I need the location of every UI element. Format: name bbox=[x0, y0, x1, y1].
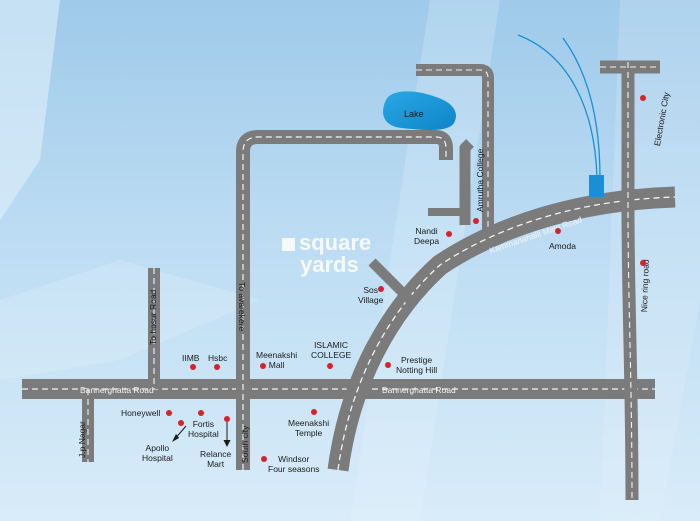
marker-iimb bbox=[190, 364, 196, 370]
label-nandi-deepa: Nandi Deepa bbox=[414, 226, 440, 246]
label-hsbc: Hsbc bbox=[208, 353, 228, 363]
marker-apollo-hospital bbox=[178, 420, 184, 426]
marker-windsor-four-seasons bbox=[261, 456, 267, 462]
watermark: square yards bbox=[282, 232, 371, 276]
label-islamic-college: ISLAMIC COLLEGE bbox=[311, 340, 352, 360]
label-meenakshi-temple: Meenakshi Temple bbox=[288, 418, 330, 438]
label-bannerghatta-road-left: Bannerghatta Road bbox=[80, 385, 154, 395]
label-apollo-hospital: Apollo Hospital bbox=[142, 443, 173, 463]
label-prestige-notting-hill: Prestige Notting Hill bbox=[396, 355, 438, 375]
label-tohosur-road: To hosur Road bbox=[148, 289, 158, 345]
label-iimb: IIMB bbox=[182, 353, 200, 363]
label-jp-nagar: J.p Nagar bbox=[77, 421, 87, 458]
road-sos-village bbox=[368, 258, 414, 304]
marker-relance-mart bbox=[224, 416, 230, 422]
marker-fortis-hospital bbox=[198, 410, 204, 416]
label-sos-village: Sos Village bbox=[358, 285, 384, 305]
marker-amoda bbox=[555, 228, 561, 234]
bg-streak bbox=[350, 0, 500, 521]
tower-signal-arc bbox=[517, 34, 598, 179]
marker-nice-ring-road bbox=[640, 260, 646, 266]
marker-nandi-deepa bbox=[446, 231, 452, 237]
label-windsor-four-seasons: Windsor Four seasons bbox=[268, 454, 320, 474]
watermark-line2: yards bbox=[300, 252, 359, 277]
marker-honeywell bbox=[166, 410, 172, 416]
label-nice-ring-road: Nice ring road bbox=[639, 259, 651, 313]
marker-meenakshi-temple bbox=[311, 409, 317, 415]
marker-amrutha-college bbox=[473, 218, 479, 224]
bg-streak bbox=[0, 260, 260, 380]
label-bannerghatta-road-right: Bannerghatta Road bbox=[382, 385, 456, 395]
label-meenakshi-mall: Meenakshi Mall bbox=[256, 350, 298, 370]
label-tavarekere: To avarekere bbox=[237, 282, 247, 332]
label-amoda: Amoda bbox=[549, 241, 576, 251]
label-lake: Lake bbox=[404, 109, 424, 119]
label-relance-mart: Relance Mart bbox=[200, 449, 232, 469]
marker-islamic-college bbox=[327, 363, 333, 369]
marker-prestige-notting-hill bbox=[385, 362, 391, 368]
marker-meenakshi-mall bbox=[260, 363, 266, 369]
tower-icon bbox=[589, 175, 604, 197]
road-amrutha-college bbox=[459, 139, 474, 225]
marker-sos-village bbox=[378, 286, 384, 292]
watermark-line1: square bbox=[299, 230, 372, 255]
bg-streak bbox=[0, 0, 60, 220]
label-fortis-hospital: Fortis Hospital bbox=[188, 419, 219, 439]
marker-electronic-city bbox=[640, 95, 646, 101]
label-amrutha-college: Amrutha College bbox=[475, 148, 485, 212]
lake-shape bbox=[383, 91, 456, 131]
marker-hsbc bbox=[214, 364, 220, 370]
tower-signal-arc bbox=[562, 37, 601, 179]
label-south-city: South city bbox=[240, 425, 250, 463]
label-honeywell: Honeywell bbox=[121, 408, 161, 418]
